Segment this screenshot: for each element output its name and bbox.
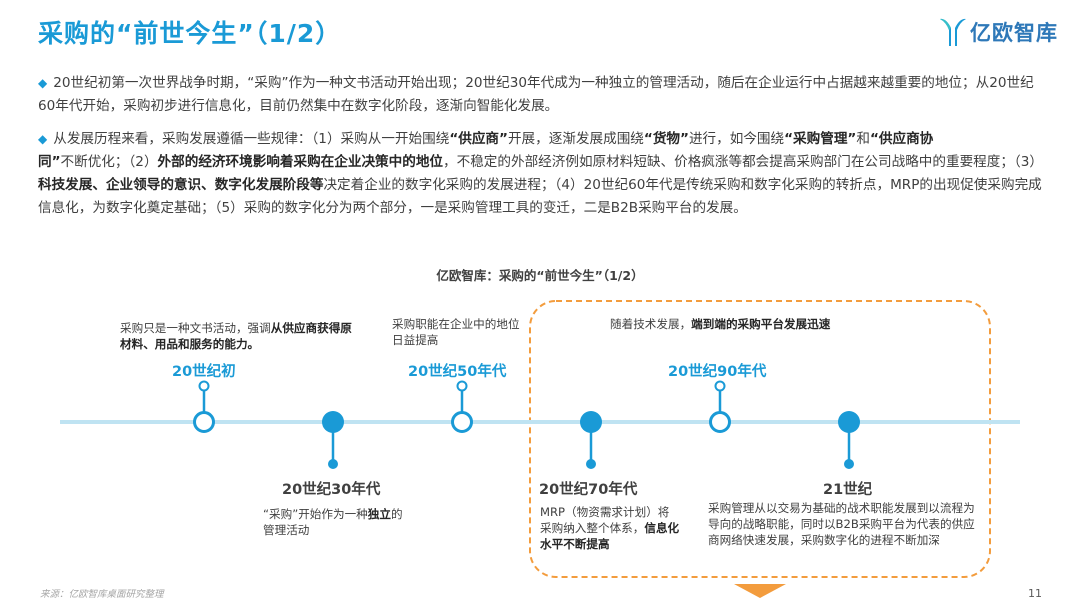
bullet-text-segment: 外部的经济环境影响着采购在企业决策中的地位	[157, 154, 444, 170]
highlight-arrow-icon	[734, 584, 786, 598]
era-label: 20世纪初	[172, 364, 236, 380]
era-label: 20世纪50年代	[408, 364, 507, 380]
bullet-text-segment: 进行，如今围绕	[688, 131, 785, 147]
era-label: 20世纪90年代	[668, 364, 767, 380]
highlight-frame	[529, 300, 991, 578]
era-description: 随着技术发展，端到端的采购平台发展迅速	[610, 316, 840, 332]
bullet-text-segment: 重要的地位；从20世纪60年代开始，采购初步进行信息化，目前仍然集中在数字化阶段…	[38, 75, 1034, 114]
bullet-text-segment: 决定着企业的数字化采购的发展进程；（4）20世纪60年代是传统采购和数字化采购的…	[38, 177, 1042, 216]
era-description-segment: 的管理活动	[263, 507, 403, 537]
era-description-segment: MRP（物资需求计划）将采购纳入整个体系，	[540, 505, 670, 535]
era-description: 采购只是一种文书活动，强调从供应商获得原材料、用品和服务的能力。	[120, 320, 360, 352]
era-description-segment: 独立	[367, 507, 391, 521]
timeline-node	[193, 411, 215, 433]
era-description-segment: 端到端的采购平台发展迅速	[691, 317, 831, 331]
era-description-segment: 从供应商获得原材料、用品和服务的能力。	[120, 321, 352, 351]
era-label: 20世纪70年代	[539, 482, 638, 498]
bullet-text-segment: 科技发展、企业领导的意识、数字化发展阶段等	[38, 177, 324, 193]
diamond-bullet-icon: ◆	[38, 132, 48, 146]
timeline-node	[322, 411, 344, 433]
era-description-segment: 采购管理从以交易为基础的战术职能发展到以流程为导向的战略职能，同时以B2B采购平…	[708, 501, 975, 547]
timeline-node	[838, 411, 860, 433]
intro-paragraph-1: ◆ 20世纪初第一次世界战争时期，“采购”作为一种文书活动开始出现；20世纪30年…	[38, 72, 1048, 118]
bullet-text-segment: ，不稳定的外部经济例如原材料短缺、价格疯涨等都会提高采购部门在公司战略中的重要程…	[443, 154, 1043, 170]
bullet-text-segment: 20世纪初第一次世界战争时期，“采购”作为一种文书活动开始出现；20世纪30年代…	[53, 75, 895, 91]
timeline-stem-end-dot	[844, 459, 854, 469]
era-description-segment: 采购职能在企业中的地位日益提高	[392, 317, 520, 347]
intro-paragraph-2: ◆ 从发展历程来看，采购发展遵循一些规律：（1）采购从一开始围绕“供应商”开展，逐…	[38, 128, 1048, 220]
yiou-y-logo-icon	[940, 18, 966, 46]
era-label: 20世纪30年代	[282, 482, 381, 498]
era-description-segment: 采购只是一种文书活动，强调	[120, 321, 271, 335]
era-description: MRP（物资需求计划）将采购纳入整个体系，信息化水平不断提高	[540, 504, 680, 552]
bullet-text-segment: 开展，逐渐发展成围绕	[507, 131, 644, 147]
logo-text: 亿欧智库	[970, 21, 1058, 45]
bullet-text-segment: “采购管理”	[784, 131, 857, 147]
era-description: “采购”开始作为一种独立的管理活动	[263, 506, 403, 538]
timeline-stem-end-dot	[456, 380, 468, 392]
era-description-segment: 信息化水平不断提高	[540, 521, 680, 551]
diamond-bullet-icon: ◆	[38, 76, 48, 90]
era-description: 采购职能在企业中的地位日益提高	[392, 316, 522, 348]
timeline-node	[709, 411, 731, 433]
source-note: 来源：亿欧智库桌面研究整理	[40, 589, 164, 600]
bullet-text-segment: 和	[856, 131, 870, 147]
bullet-text-segment: “供应商”	[449, 131, 508, 147]
timeline-stem-end-dot	[714, 380, 726, 392]
bullet-text-segment: 不断优化；（2）	[60, 154, 158, 170]
page-title: 采购的“前世今生”（1/2）	[38, 19, 342, 48]
era-description-segment: 随着技术发展，	[610, 317, 692, 331]
logo: 亿欧智库	[938, 14, 1058, 50]
timeline-node	[451, 411, 473, 433]
timeline-node	[580, 411, 602, 433]
page-number: 11	[1028, 587, 1042, 600]
bullet-text-segment: 从发展历程来看，采购发展遵循一些规律：（1）采购从一开始围绕	[53, 131, 450, 147]
era-label: 21世纪	[823, 482, 873, 498]
chart-title: 亿欧智库：采购的“前世今生”（1/2）	[436, 268, 644, 283]
timeline-stem-end-dot	[328, 459, 338, 469]
bullet-text-segment: “供应商协同”	[38, 131, 934, 170]
timeline-stem-end-dot	[198, 380, 210, 392]
era-description: 采购管理从以交易为基础的战术职能发展到以流程为导向的战略职能，同时以B2B采购平…	[708, 500, 983, 548]
bullet-text-segment: “货物”	[643, 131, 689, 147]
timeline-stem-end-dot	[586, 459, 596, 469]
era-description-segment: “采购”开始作为一种	[263, 507, 368, 521]
